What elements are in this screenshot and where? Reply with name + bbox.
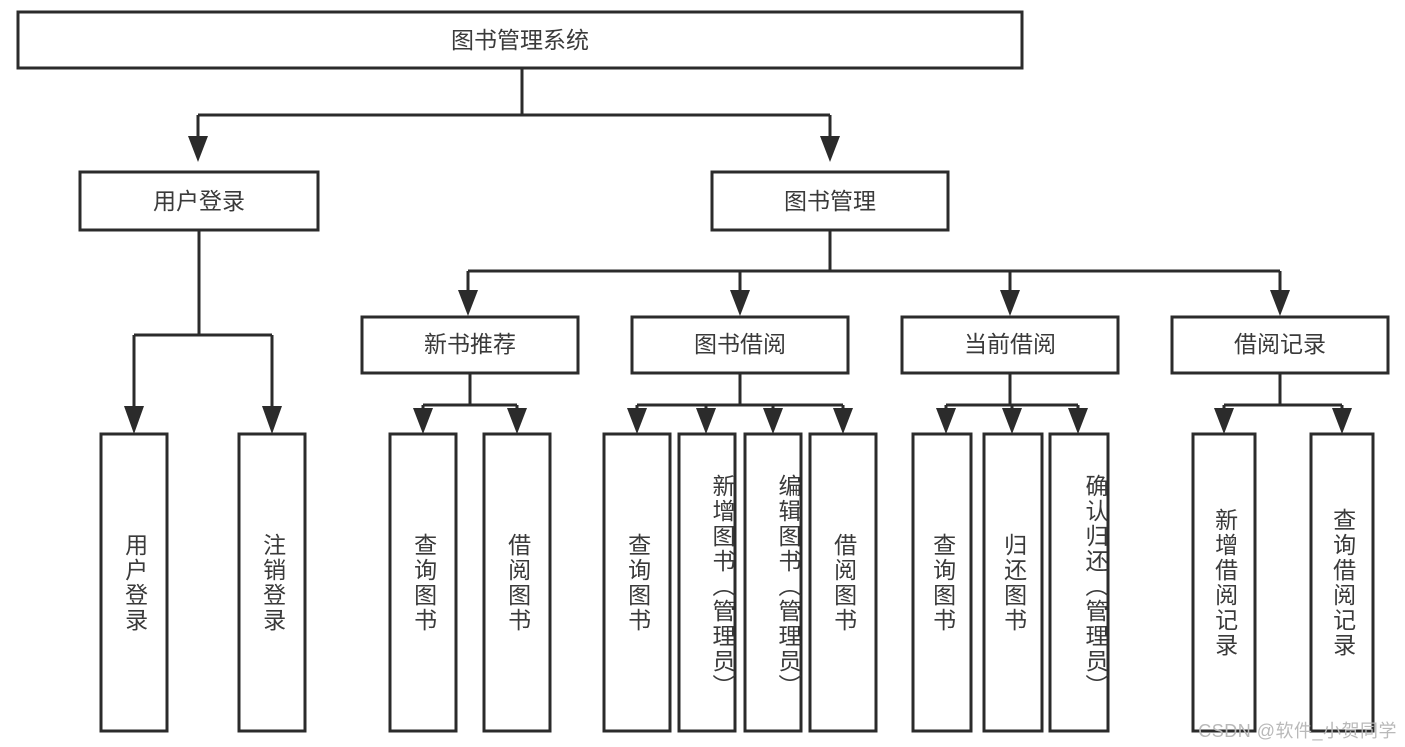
node-borrow-record-box[interactable] <box>1170 315 1390 375</box>
node-borrow-record-label: 借阅记录 <box>1234 331 1326 357</box>
leaf-box-query-book-2[interactable] <box>602 432 672 733</box>
leaf-box-logout[interactable] <box>237 432 307 733</box>
arrow-to-user-login <box>188 136 208 162</box>
node-book-borrow-box[interactable] <box>630 315 850 375</box>
arrow-to-book-manage <box>820 136 840 162</box>
arrow-leaf-return-book <box>1002 408 1022 434</box>
node-user-login-label: 用户登录 <box>153 188 245 214</box>
arrow-leaf-add-record <box>1214 408 1234 434</box>
arrow-leaf-query-record <box>1332 408 1352 434</box>
arrow-leaf-confirm-return <box>1068 408 1088 434</box>
arrow-to-borrow-record <box>1270 290 1290 316</box>
arrow-leaf-query-book-2 <box>627 408 647 434</box>
arrow-leaf-user-login <box>124 406 144 434</box>
leaf-box-confirm-return[interactable] <box>1048 432 1110 733</box>
arrow-to-new-book <box>458 290 478 316</box>
node-new-book-box[interactable] <box>360 315 580 375</box>
node-new-book-label: 新书推荐 <box>424 331 516 357</box>
csdn-watermark: CSDN @软件_小贺同学 <box>1198 721 1397 741</box>
leaf-box-query-record[interactable] <box>1309 432 1375 733</box>
arrow-leaf-query-book-1 <box>413 408 433 434</box>
arrow-leaf-query-book-3 <box>936 408 956 434</box>
leaf-box-add-book[interactable] <box>677 432 737 733</box>
leaf-box-query-book-1[interactable] <box>388 432 458 733</box>
arrow-leaf-borrow-book-2 <box>833 408 853 434</box>
node-current-borrow-label: 当前借阅 <box>964 331 1056 357</box>
node-book-manage-box[interactable] <box>710 170 950 232</box>
arrow-to-current-borrow <box>1000 290 1020 316</box>
node-book-borrow-label: 图书借阅 <box>694 331 786 357</box>
arrow-leaf-borrow-book-1 <box>507 408 527 434</box>
leaf-box-borrow-book-2[interactable] <box>808 432 878 733</box>
arrow-to-book-borrow <box>730 290 750 316</box>
leaf-box-return-book[interactable] <box>982 432 1044 733</box>
leaf-box-borrow-book-1[interactable] <box>482 432 552 733</box>
arrow-leaf-add-book <box>696 408 716 434</box>
node-current-borrow-box[interactable] <box>900 315 1120 375</box>
arrow-leaf-logout <box>262 406 282 434</box>
leaf-box-add-record[interactable] <box>1191 432 1257 733</box>
leaf-box-edit-book[interactable] <box>743 432 803 733</box>
leaf-box-user-login[interactable] <box>99 432 169 733</box>
node-root-box[interactable] <box>16 10 1024 70</box>
node-book-manage-label: 图书管理 <box>784 188 876 214</box>
arrow-leaf-edit-book <box>763 408 783 434</box>
leaf-box-query-book-3[interactable] <box>911 432 973 733</box>
node-root-label: 图书管理系统 <box>451 27 589 53</box>
